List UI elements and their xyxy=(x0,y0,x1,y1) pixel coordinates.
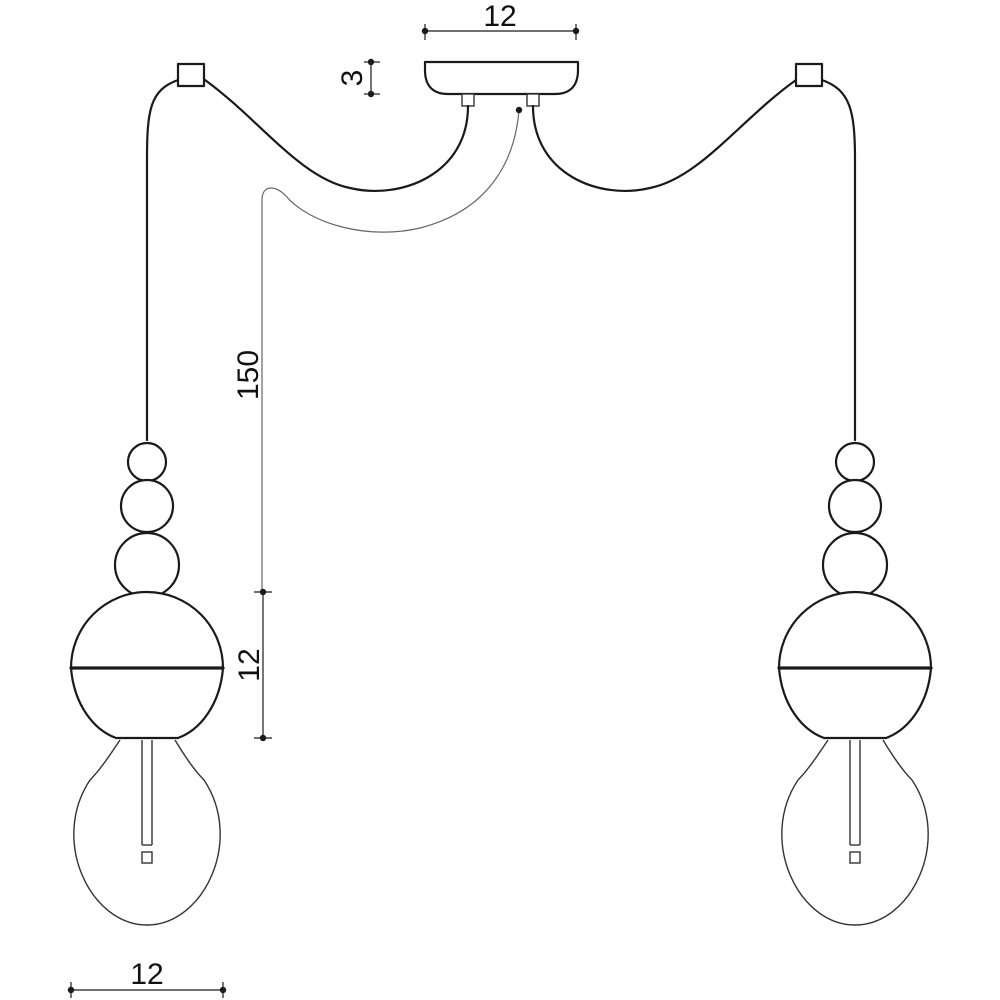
dimension-cable-length: 150 xyxy=(232,106,523,592)
dimension-shade-width: 12 xyxy=(67,958,227,998)
right-cable xyxy=(531,62,857,442)
shade-width-label: 12 xyxy=(130,958,163,991)
dimension-canopy-height: 3 xyxy=(336,58,380,98)
canopy-width-label: 12 xyxy=(483,0,516,33)
right-bulb xyxy=(781,739,929,926)
shade-height-label: 12 xyxy=(233,648,266,681)
left-bulb xyxy=(73,739,221,926)
ceiling-canopy xyxy=(423,60,580,107)
left-pendant xyxy=(69,441,225,740)
left-cable xyxy=(145,62,470,442)
canopy-height-label: 3 xyxy=(336,70,369,87)
right-pendant xyxy=(777,441,933,740)
dimension-shade-height: 12 xyxy=(233,588,272,742)
dimension-canopy-width: 12 xyxy=(421,0,580,40)
cable-length-label: 150 xyxy=(232,350,265,400)
